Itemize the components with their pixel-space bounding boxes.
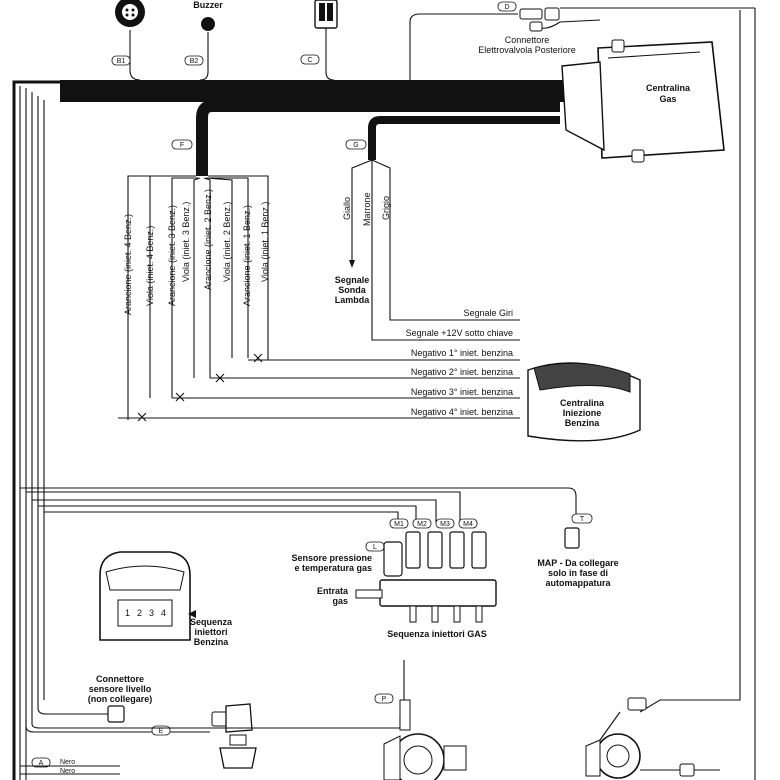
wire-label-4: Viola (iniet. 3 Benz.) [181,202,191,282]
gas-ecu-label-1: Centralina [646,83,691,93]
lambda-wire-2: Marrone [362,192,372,226]
petrol-seq-4: 4 [161,608,166,618]
petrol-seq-1: 1 [125,608,130,618]
m1-tag: M1 [394,521,404,528]
petrol-sequence: 1 2 3 4 Sequenza iniettori Benzina [99,551,233,647]
g-tag: G [353,142,358,149]
wire-label-5: Arancione (iniet. 2 Benz.) [203,189,213,290]
black-wire-2: Nero [60,768,75,775]
lambda-signal-2: Sonda [338,285,366,295]
petrol-sequence-label-1: Sequenza [190,617,233,627]
wire-label-6: Viola (iniet. 2 Benz.) [222,202,232,282]
main-harness [12,7,756,780]
level-sensor-label-2: sensore livello [89,684,152,694]
gas-injector-rail: L Sensore pressione e temperatura gas En… [291,531,497,639]
lambda-signal-1: Segnale [335,275,370,285]
f-tag: F [180,142,184,149]
signal-lines: Segnale Giri Segnale +12V sotto chiave N… [118,308,520,422]
petrol-ecu-label-3: Benzina [565,418,601,428]
d-tag: D [504,4,509,11]
m4-tag: M4 [463,521,473,528]
buzzer: Buzzer B2 [184,0,223,81]
signal-line-2: Segnale +12V sotto chiave [406,328,513,338]
rear-valve-connector: D Connettore Elettrovalvola Posteriore [409,1,601,80]
gas-ecu-label-2: Gas [659,94,676,104]
map-note-3: automappatura [545,578,611,588]
petrol-ecu-label-1: Centralina [560,398,605,408]
level-sensor-label-3: (non collegare) [88,694,153,704]
rail-caption: Sequenza iniettori GAS [387,629,487,639]
rear-valve-label-1: Connettore [505,35,550,45]
lambda-wire-1: Giallo [342,197,352,220]
pressure-sensor-1: Sensore pressione [291,553,372,563]
buzzer-label: Buzzer [193,0,223,10]
level-sensor-connector: Connettore sensore livello (non collegar… [37,674,153,723]
e-valve: E [25,703,257,769]
lambda-wire-3: Grigio [381,196,391,220]
m2-tag: M2 [417,521,427,528]
p-tag: P [382,696,387,703]
p-reducer: P [31,660,467,780]
l-tag: L [373,544,377,551]
wire-label-3: Arancione (iniet. 3 Benz.) [167,205,177,306]
signal-line-5: Negativo 3° iniet. benzina [411,387,513,397]
petrol-sequence-label-3: Benzina [194,637,230,647]
map-sensor: T MAP - Da collegare solo in fase di aut… [537,513,619,588]
wire-label-7: Arancione (iniet. 1 Benz.) [242,205,252,306]
gas-inlet-2: gas [332,596,348,606]
m3-tag: M3 [440,521,450,528]
level-sensor-label-1: Connettore [96,674,144,684]
rear-valve-label-2: Elettrovalvola Posteriore [478,45,576,55]
lambda-harness: G Giallo Marrone Grigio Segnale Sonda La… [335,116,560,341]
petrol-seq-2: 2 [137,608,142,618]
gas-inlet-1: Entrata [317,586,349,596]
t-tag: T [580,516,585,523]
signal-line-6: Negativo 4° iniet. benzina [411,407,513,417]
wire-label-8: Viola (iniet. 1 Benz.) [260,202,270,282]
petrol-ecu-label-2: Iniezione [563,408,602,418]
c-tag: C [307,57,312,64]
map-note-1: MAP - Da collegare [537,558,618,568]
b1-tag: B1 [117,58,126,65]
gas-injector-harness: M1 M2 M3 M4 [20,487,577,529]
signal-line-4: Negativo 2° iniet. benzina [411,367,513,377]
b1-connector: B1 [111,0,145,81]
lambda-signal-3: Lambda [335,295,371,305]
petrol-ecu: Centralina Iniezione Benzina [527,362,641,442]
injector-harness: F Arancione (iniet. 4 Benz.) Viola (inie… [123,100,560,420]
signal-line-3: Negativo 1° iniet. benzina [411,348,513,358]
bottom-right-reducer [585,697,720,779]
a-tag: A [39,760,44,767]
wire-label-1: Arancione (iniet. 4 Benz.) [123,214,133,315]
map-note-2: solo in fase di [548,568,608,578]
petrol-seq-3: 3 [149,608,154,618]
b2-tag: B2 [190,58,199,65]
signal-line-1: Segnale Giri [463,308,513,318]
c-connector: C [300,0,338,81]
e-tag: E [159,728,164,735]
gas-ecu: Centralina Gas [561,39,725,163]
black-wire-1: Nero [60,759,75,766]
petrol-sequence-label-2: iniettori [195,627,228,637]
pressure-sensor-2: e temperatura gas [294,563,372,573]
a-connector: A Nero Nero [20,757,120,775]
wire-label-2: Viola (iniet. 4 Benz.) [145,226,155,306]
